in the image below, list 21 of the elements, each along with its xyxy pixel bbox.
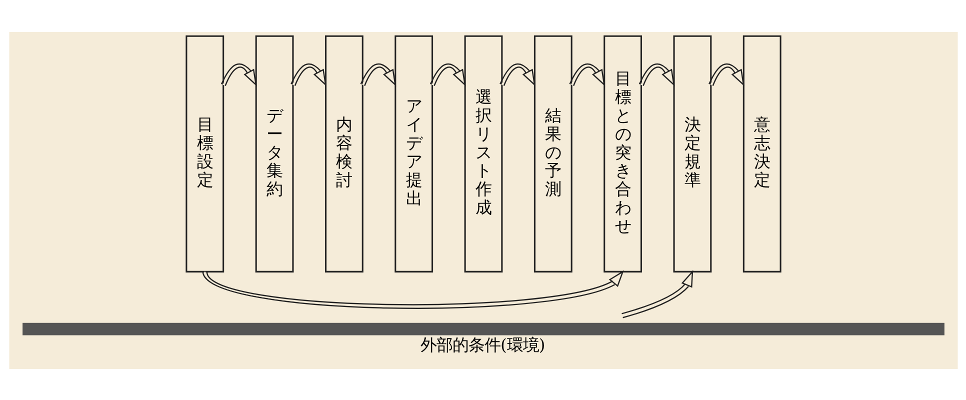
node-label: 外部的条件(環境) (420, 334, 545, 354)
arrow (708, 62, 744, 86)
node-box: 目標設定 (185, 34, 224, 272)
node-box: 目標との突き合わせ (603, 34, 642, 272)
arrow (429, 62, 466, 86)
arrow (568, 62, 605, 86)
node-box: 選択リスト作成 (464, 34, 502, 272)
arrow (360, 62, 396, 86)
arrow (220, 62, 256, 86)
arrow (499, 62, 535, 86)
node-box: データ集約 (254, 34, 294, 272)
node-box (22, 322, 944, 335)
arrow (290, 62, 326, 86)
arrow (638, 62, 674, 86)
arrow (621, 269, 693, 318)
node-box: 結果の予測 (533, 34, 572, 272)
node-box: 意志決定 (742, 34, 781, 272)
arrow (202, 270, 624, 308)
node-box: アイデア提出 (394, 34, 433, 272)
node-box: 内容検討 (324, 34, 363, 272)
node-box: 決定規準 (672, 34, 712, 272)
